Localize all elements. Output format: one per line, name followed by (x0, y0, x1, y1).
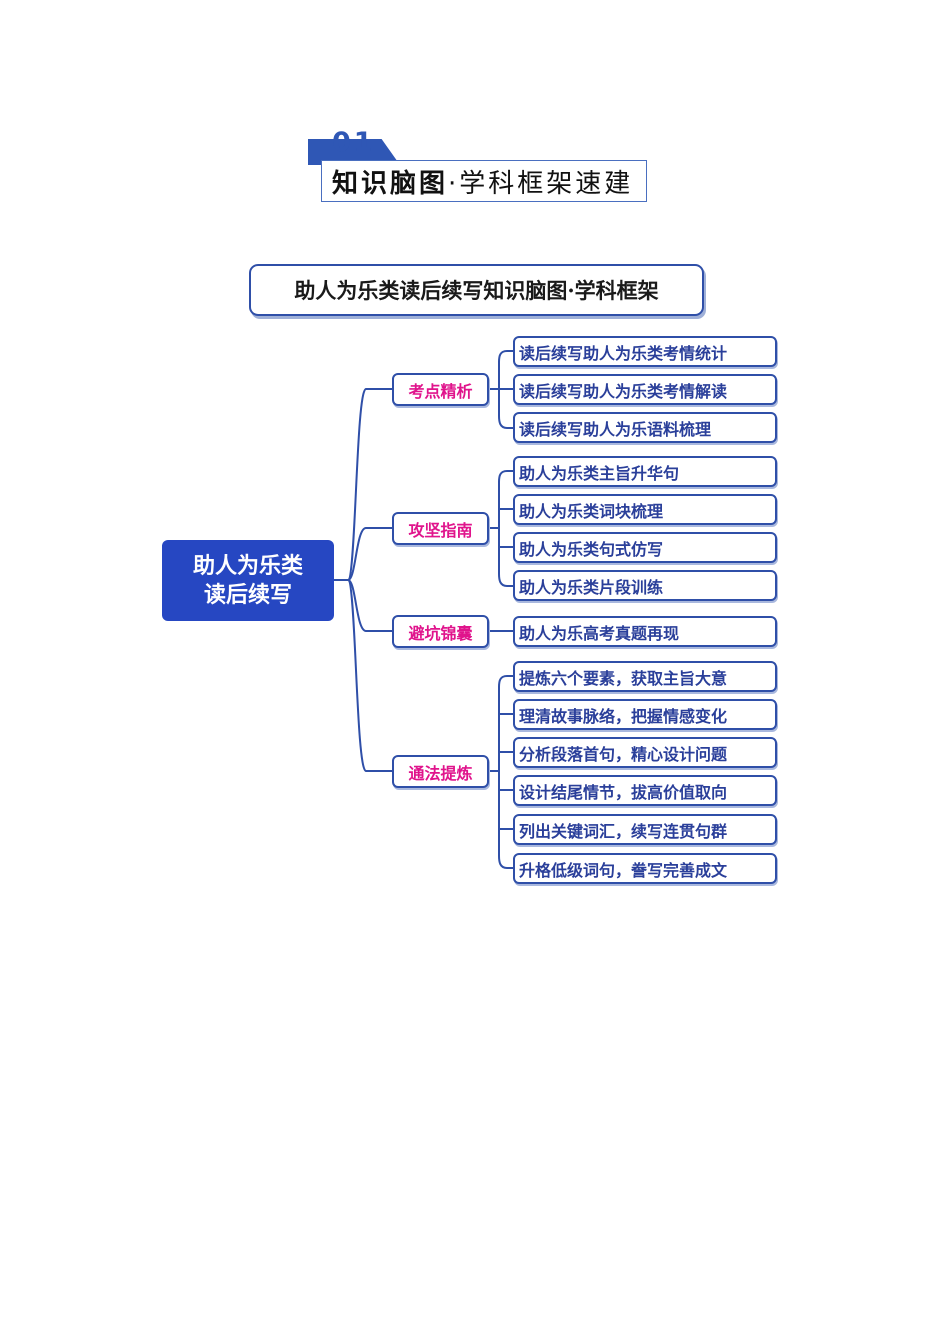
leaf-b3-1: 助人为乐高考真题再现 (513, 616, 777, 647)
branch-gongjian: 攻坚指南 (392, 512, 489, 545)
leaf-b4-5: 列出关键词汇，续写连贯句群 (513, 814, 777, 845)
leaf-b4-1: 提炼六个要素，获取主旨大意 (513, 661, 777, 692)
connector-root-branch-2 (347, 527, 392, 581)
leaf-b4-2: 理清故事脉络，把握情感变化 (513, 699, 777, 730)
leaf-b2-4: 助人为乐类片段训练 (513, 570, 777, 601)
branch-bikeng: 避坑锦囊 (392, 615, 489, 648)
leaf-b4-6: 升格低级词句，誊写完善成文 (513, 853, 777, 884)
section-number: 01 (332, 127, 376, 158)
connector-root-branch-4 (347, 579, 392, 772)
leaf-b1-1: 读后续写助人为乐类考情统计 (513, 336, 777, 367)
section-title: 知识脑图·学科框架速建 (321, 160, 647, 202)
connector-b1 (489, 350, 513, 429)
connector-b2 (489, 470, 513, 587)
root-line-1: 助人为乐类 (192, 552, 303, 579)
section-title-bold: 知识脑图 (332, 168, 449, 199)
branch-kaodian: 考点精析 (392, 373, 489, 406)
connector-b4 (489, 675, 513, 869)
section-title-light: ·学科框架速建 (448, 168, 634, 199)
connector-root-branch-3 (347, 579, 392, 632)
leaf-b2-1: 助人为乐类主旨升华句 (513, 456, 777, 487)
leaf-b2-3: 助人为乐类句式仿写 (513, 532, 777, 563)
connector-root-branch-1 (334, 388, 392, 581)
leaf-b4-3: 分析段落首句，精心设计问题 (513, 737, 777, 768)
mindmap-root: 助人为乐类 读后续写 (162, 540, 334, 621)
leaf-b1-3: 读后续写助人为乐语料梳理 (513, 412, 777, 443)
leaf-b2-2: 助人为乐类词块梳理 (513, 494, 777, 525)
leaf-b1-2: 读后续写助人为乐类考情解读 (513, 374, 777, 405)
branch-tongfa: 通法提炼 (392, 755, 489, 788)
leaf-b4-4: 设计结尾情节，拔高价值取向 (513, 775, 777, 806)
root-line-2: 读后续写 (203, 581, 292, 608)
diagram-title: 助人为乐类读后续写知识脑图·学科框架 (249, 264, 704, 316)
